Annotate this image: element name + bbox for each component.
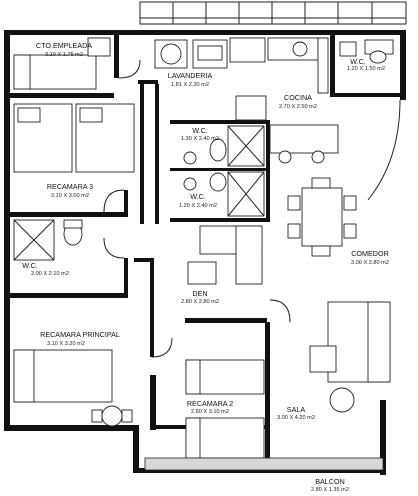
room-dims-recamara-2: 2.60 X 3.10 m2 xyxy=(191,409,229,415)
room-dims-wc-2: 1.20 X 2.40 m2 xyxy=(179,203,217,209)
room-recamara-principal: RECAMARA PRINCIPAL 3.10 X 3.20 m2 xyxy=(13,330,133,427)
room-name-recamara-3: RECAMARA 3 xyxy=(47,182,93,191)
room-name-wc-1: W.C. xyxy=(192,126,208,135)
room-dims-recamara-3: 3.10 X 3.00 m2 xyxy=(51,193,89,199)
room-lavanderia: LAVANDERIA 1.81 X 2.30 m2 xyxy=(154,37,266,88)
room-recamara-3: RECAMARA 3 3.10 X 3.00 m2 xyxy=(13,103,135,199)
room-name-balcon: BALCON xyxy=(315,477,345,486)
room-name-recamara-principal: RECAMARA PRINCIPAL xyxy=(40,330,120,339)
room-recamara-2: RECAMARA 2 2.60 X 3.10 m2 xyxy=(185,359,265,459)
room-dims-wc-1: 1.30 X 2.40 m2 xyxy=(181,136,219,142)
room-den: DEN 2.80 X 2.80 m2 xyxy=(181,225,263,305)
room-name-den: DEN xyxy=(192,289,207,298)
room-dims-lavanderia: 1.81 X 2.30 m2 xyxy=(171,82,209,88)
room-name-comedor: COMEDOR xyxy=(351,249,389,258)
room-dims-recamara-principal: 3.10 X 3.20 m2 xyxy=(47,341,85,347)
room-dims-comedor: 3.00 X 2.80 m2 xyxy=(351,260,389,266)
room-name-wc-2: W.C. xyxy=(190,192,206,201)
room-wc-principal: W.C. 2.00 X 2.10 m2 xyxy=(13,219,83,277)
room-name-wc-servicio: W.C. xyxy=(350,57,366,66)
room-cocina: COCINA 2.70 X 2.50 m2 xyxy=(235,37,339,164)
room-dims-den: 2.80 X 2.80 m2 xyxy=(181,299,219,305)
room-name-wc-principal: W.C. xyxy=(22,261,38,270)
room-comedor: COMEDOR 3.00 X 2.80 m2 xyxy=(287,99,401,266)
room-dims-wc-principal: 2.00 X 2.10 m2 xyxy=(31,271,69,277)
room-dims-cocina: 2.70 X 2.50 m2 xyxy=(279,104,317,110)
top-window-strip xyxy=(139,1,407,25)
room-name-cocina: COCINA xyxy=(284,93,312,102)
room-dims-balcon: 2.80 X 1.35 m2 xyxy=(311,487,349,493)
room-dims-wc-servicio: 1.20 X 1.50 m2 xyxy=(347,66,385,72)
room-name-cto-empleada: CTO.EMPLEADA xyxy=(36,41,92,50)
room-balcon: BALCON 2.80 X 1.35 m2 xyxy=(144,457,384,493)
room-name-recamara-2: RECAMARA 2 xyxy=(187,399,233,408)
room-cto-empleada: CTO.EMPLEADA 3.10 X 1.75 m2 xyxy=(13,37,111,90)
room-wc-2: W.C. 1.20 X 2.40 m2 xyxy=(179,171,265,217)
room-sala: SALA 3.00 X 4.20 m2 xyxy=(277,301,391,421)
room-dims-sala: 3.00 X 4.20 m2 xyxy=(277,415,315,421)
room-dims-cto-empleada: 3.10 X 1.75 m2 xyxy=(45,52,83,58)
room-name-lavanderia: LAVANDERIA xyxy=(168,71,213,80)
exterior-walls xyxy=(4,30,406,475)
room-name-sala: SALA xyxy=(287,405,306,414)
room-wc-servicio: W.C. 1.20 X 1.50 m2 xyxy=(339,39,394,72)
room-wc-1: W.C. 1.30 X 2.40 m2 xyxy=(181,125,265,167)
door-swings xyxy=(103,59,291,358)
interior-walls xyxy=(10,30,400,468)
